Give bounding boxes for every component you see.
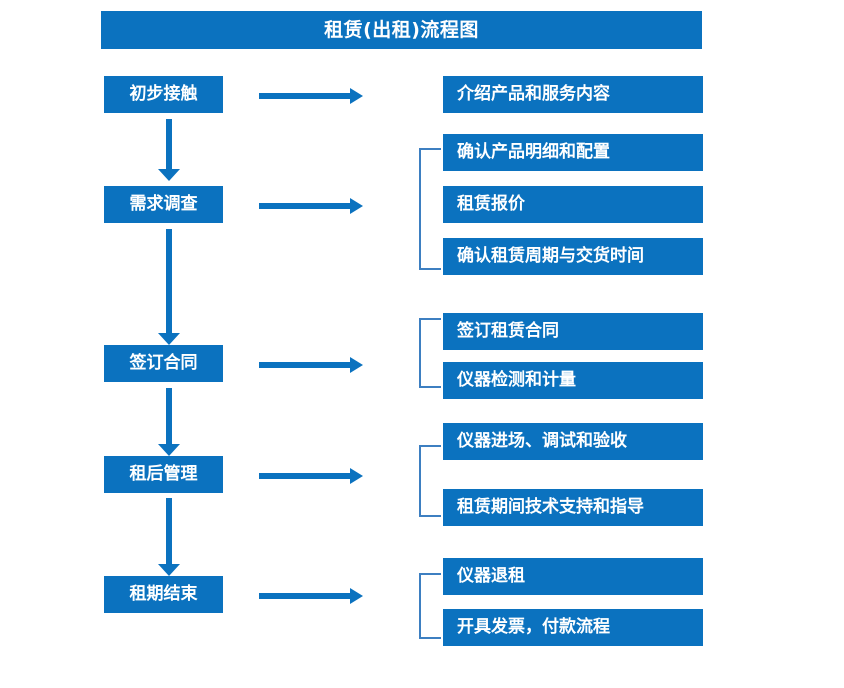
stage-box-4[interactable]: 租后管理 xyxy=(104,456,223,493)
stage-box-5[interactable]: 租期结束 xyxy=(104,576,223,613)
detail-box-2-1[interactable]: 确认产品明细和配置 xyxy=(443,134,703,171)
group-bracket-icon-2 xyxy=(419,148,441,270)
detail-box-3-2[interactable]: 仪器检测和计量 xyxy=(443,362,703,399)
detail-box-4-1[interactable]: 仪器进场、调试和验收 xyxy=(443,423,703,460)
arrow-shaft xyxy=(166,229,172,333)
detail-box-2-2[interactable]: 租赁报价 xyxy=(443,186,703,223)
arrow-head xyxy=(158,333,180,345)
detail-box-2-3[interactable]: 确认租赁周期与交货时间 xyxy=(443,238,703,275)
detail-label-2-3: 确认租赁周期与交货时间 xyxy=(457,246,644,266)
arrow-head xyxy=(350,588,363,604)
arrow-head xyxy=(350,88,363,104)
diagram-title-banner: 租赁(出租)流程图 xyxy=(101,11,702,49)
right-arrow-icon-1 xyxy=(259,88,363,104)
arrow-shaft xyxy=(259,93,351,99)
arrow-shaft xyxy=(259,593,351,599)
arrow-shaft xyxy=(166,119,172,169)
arrow-head xyxy=(350,357,363,373)
arrow-head xyxy=(158,564,180,576)
down-arrow-icon-4 xyxy=(158,498,180,576)
right-arrow-icon-2 xyxy=(259,198,363,214)
arrow-shaft xyxy=(259,203,351,209)
arrow-head xyxy=(158,444,180,456)
right-arrow-icon-4 xyxy=(259,468,363,484)
group-bracket-icon-3 xyxy=(419,318,441,388)
detail-box-5-1[interactable]: 仪器退租 xyxy=(443,558,703,595)
diagram-title-text: 租赁(出租)流程图 xyxy=(324,18,479,41)
detail-label-3-1: 签订租赁合同 xyxy=(457,321,559,341)
detail-label-5-2: 开具发票，付款流程 xyxy=(457,617,610,637)
down-arrow-icon-1 xyxy=(158,119,180,181)
stage-label-1: 初步接触 xyxy=(129,84,198,104)
right-arrow-icon-5 xyxy=(259,588,363,604)
right-arrow-icon-3 xyxy=(259,357,363,373)
arrow-shaft xyxy=(166,498,172,564)
group-bracket-icon-4 xyxy=(419,445,441,517)
stage-box-1[interactable]: 初步接触 xyxy=(104,76,223,113)
arrow-shaft xyxy=(166,388,172,444)
stage-label-5: 租期结束 xyxy=(129,584,198,604)
detail-label-4-2: 租赁期间技术支持和指导 xyxy=(457,497,644,517)
detail-box-1-1[interactable]: 介绍产品和服务内容 xyxy=(443,76,703,113)
arrow-shaft xyxy=(259,473,351,479)
down-arrow-icon-3 xyxy=(158,388,180,456)
detail-label-1-1: 介绍产品和服务内容 xyxy=(457,84,610,104)
arrow-head xyxy=(158,169,180,181)
detail-label-5-1: 仪器退租 xyxy=(457,566,525,586)
detail-label-2-1: 确认产品明细和配置 xyxy=(457,142,610,162)
stage-box-3[interactable]: 签订合同 xyxy=(104,345,223,382)
detail-box-5-2[interactable]: 开具发票，付款流程 xyxy=(443,609,703,646)
stage-label-2: 需求调查 xyxy=(129,194,198,214)
stage-box-2[interactable]: 需求调查 xyxy=(104,186,223,223)
group-bracket-icon-5 xyxy=(419,573,441,639)
arrow-head xyxy=(350,198,363,214)
detail-box-3-1[interactable]: 签订租赁合同 xyxy=(443,313,703,350)
detail-label-3-2: 仪器检测和计量 xyxy=(457,370,576,390)
detail-label-4-1: 仪器进场、调试和验收 xyxy=(457,431,627,451)
arrow-head xyxy=(350,468,363,484)
stage-label-4: 租后管理 xyxy=(129,464,198,484)
down-arrow-icon-2 xyxy=(158,229,180,345)
detail-label-2-2: 租赁报价 xyxy=(457,194,525,214)
stage-label-3: 签订合同 xyxy=(129,353,198,373)
arrow-shaft xyxy=(259,362,351,368)
detail-box-4-2[interactable]: 租赁期间技术支持和指导 xyxy=(443,489,703,526)
